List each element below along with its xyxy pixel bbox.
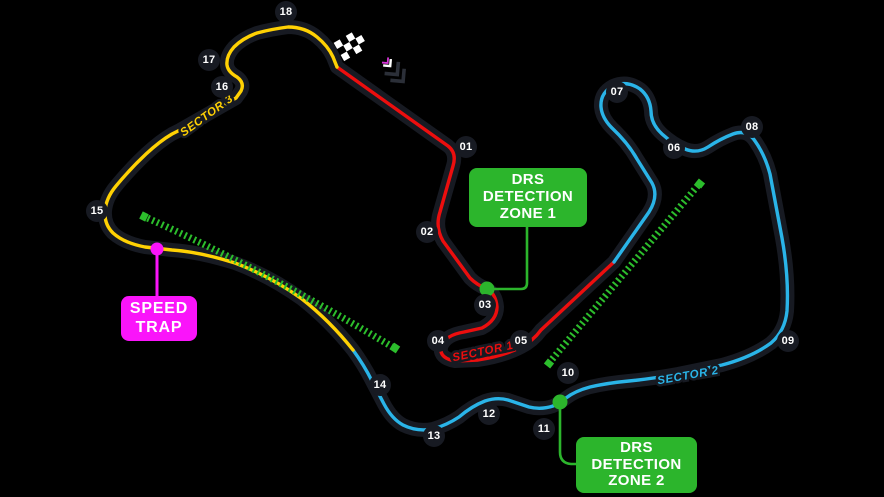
- turn-badge-13: 13: [423, 425, 445, 447]
- turn-badge-04: 04: [427, 330, 449, 352]
- speed-trap-line-2: TRAP: [135, 318, 183, 336]
- turn-badge-14: 14: [369, 374, 391, 396]
- drs-zone-band-right: [546, 180, 703, 366]
- drs1-line-1: DRS: [511, 171, 545, 189]
- drs1-connector-line: [485, 225, 529, 291]
- turn-badge-01: 01: [455, 136, 477, 158]
- race-direction-chevrons-icon: [381, 57, 406, 84]
- drs-detection-zone-2-callout: DRS DETECTION ZONE 2: [576, 437, 697, 493]
- turn-badge-11: 11: [533, 418, 555, 440]
- drs-detection-point-1: [479, 281, 495, 297]
- turn-badge-12: 12: [478, 403, 500, 425]
- speed-trap-point: [150, 242, 164, 256]
- drs1-line-2: DETECTION: [482, 188, 574, 206]
- turn-badge-06: 06: [663, 137, 685, 159]
- sector-3-line: [103, 25, 355, 352]
- drs2-line-3: ZONE 2: [608, 472, 665, 490]
- turn-badge-07: 07: [606, 81, 628, 103]
- drs1-line-3: ZONE 1: [499, 204, 557, 222]
- drs2-connector-line: [558, 400, 579, 466]
- drs-zone-band-right-start-cap: [543, 358, 555, 369]
- drs2-line-2: DETECTION: [591, 455, 682, 473]
- turn-badge-02: 02: [416, 221, 438, 243]
- drs-detection-zone-1-callout: DRS DETECTION ZONE 1: [469, 168, 587, 227]
- drs-detection-point-2: [552, 394, 568, 410]
- sector-3-label: SECTOR 3: [178, 93, 235, 139]
- turn-badge-03: 03: [474, 294, 496, 316]
- turn-badge-05: 05: [510, 330, 532, 352]
- speed-trap-line-1: SPEED: [129, 300, 189, 318]
- speed-trap-callout: SPEED TRAP: [121, 296, 197, 341]
- drs-zone-band-left-start-cap: [139, 211, 149, 222]
- checkered-flag-icon: [333, 32, 365, 62]
- turn-badge-17: 17: [198, 49, 220, 71]
- drs-zone-band-left-end-cap: [389, 342, 401, 354]
- turn-badge-10: 10: [557, 362, 579, 384]
- drs-zone-band-right-end-cap: [694, 178, 706, 189]
- turn-badge-09: 09: [777, 330, 799, 352]
- turn-badge-08: 08: [741, 116, 763, 138]
- turn-badge-18: 18: [275, 1, 297, 23]
- turn-badge-15: 15: [86, 200, 108, 222]
- sector-1-line: [335, 65, 616, 363]
- turn-badge-16: 16: [211, 76, 233, 98]
- drs2-line-1: DRS: [620, 438, 653, 456]
